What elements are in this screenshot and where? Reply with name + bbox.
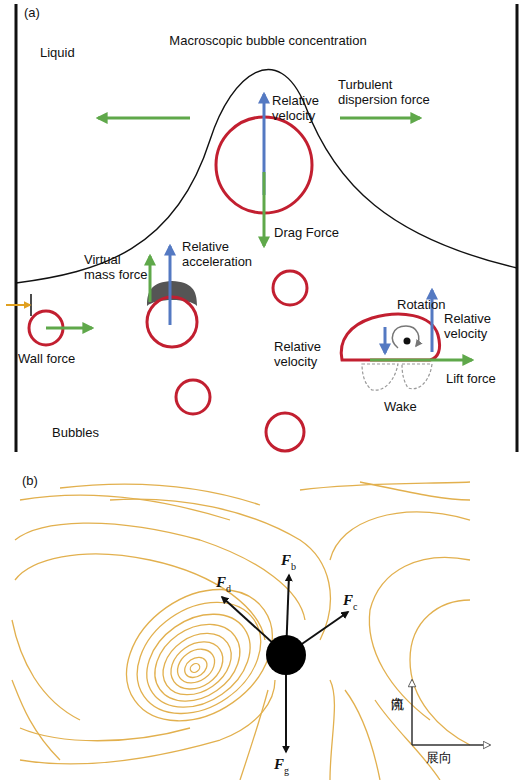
panel-label: (a)	[24, 6, 40, 21]
force-label: Turbulent dispersion force	[338, 78, 448, 108]
wall	[15, 4, 18, 452]
deformed-bubble	[341, 314, 439, 360]
force-symbol: F	[216, 574, 226, 591]
concentration-curve	[16, 70, 517, 283]
panel-b	[222, 575, 490, 752]
panel-a	[6, 4, 517, 452]
force-subscript: b	[291, 561, 296, 573]
wall	[516, 4, 519, 452]
force-subscript: d	[226, 583, 231, 595]
bubble	[266, 413, 304, 451]
streamlines	[12, 482, 470, 780]
axis-label: 展向	[426, 751, 452, 766]
force-label: Virtual mass force	[84, 253, 152, 283]
virtual-mass-arrow	[149, 256, 152, 302]
wall-tick	[30, 294, 32, 316]
force-symbol: F	[281, 552, 291, 569]
acceleration-arrow	[169, 246, 172, 325]
panel-label: (b)	[22, 474, 38, 489]
region-label: Liquid	[40, 46, 75, 61]
wake-outline	[362, 364, 398, 390]
particle	[266, 635, 306, 675]
force-label: Drag Force	[274, 226, 339, 241]
bubble	[147, 297, 197, 347]
wall-force-arrow	[46, 327, 92, 330]
region-label: Bubbles	[52, 426, 99, 441]
motion-label: Rotation	[397, 298, 445, 313]
direction-arrow	[412, 744, 490, 746]
velocity-arrow	[384, 327, 387, 353]
force-label: Relative velocity	[444, 312, 506, 342]
dispersion-arrow	[340, 117, 420, 120]
wall-arrow	[6, 304, 30, 306]
force-symbol: F	[274, 756, 284, 773]
force-label: Relative velocity	[272, 94, 332, 124]
drag-arrow	[263, 172, 266, 246]
rotation-center	[404, 338, 411, 345]
curve-title: Macroscopic bubble concentration	[146, 34, 390, 49]
force-subscript: g	[284, 765, 289, 777]
rotation-arrow	[392, 326, 418, 348]
wake-outline	[402, 364, 432, 389]
axis-label: 流向	[390, 686, 405, 688]
region-label: Wake	[384, 400, 417, 415]
dispersion-arrow	[98, 117, 190, 120]
bubble	[176, 380, 210, 414]
bubble	[273, 271, 307, 305]
force-label: Lift force	[446, 372, 496, 387]
force-label: Wall force	[18, 352, 75, 367]
force-symbol: F	[343, 592, 353, 609]
force-label: Relative velocity	[274, 340, 334, 370]
force-subscript: c	[353, 601, 357, 613]
lift-arrow	[370, 359, 472, 362]
direction-arrow	[411, 680, 413, 745]
force-label: Relative acceleration	[182, 240, 264, 270]
